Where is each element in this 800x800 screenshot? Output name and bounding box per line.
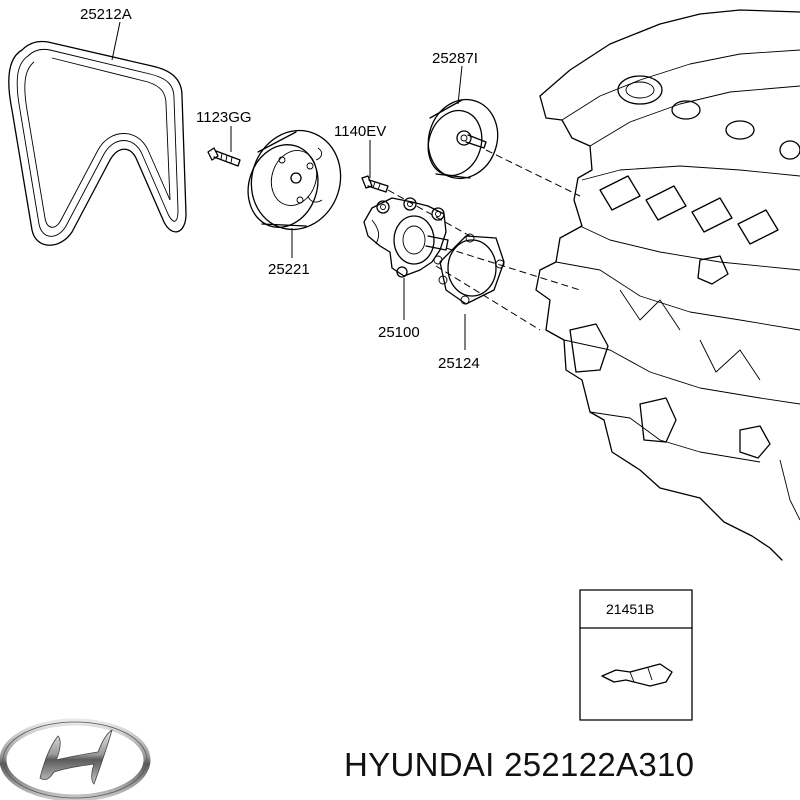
alignment-lines <box>387 149 581 331</box>
inset-box-21451b: 21451B <box>579 589 693 721</box>
label-idler-pulley: 25287I <box>432 50 478 67</box>
hyundai-logo <box>0 718 151 800</box>
label-bolt-2: 1140EV <box>334 123 386 140</box>
part-labels: 25212A 1123GG 1140EV 25287I 25221 25100 … <box>80 6 480 372</box>
bolt-1123gg <box>207 147 241 167</box>
label-pulley: 25221 <box>268 261 310 278</box>
leader-lines <box>111 21 466 350</box>
label-belt: 25212A <box>80 6 132 23</box>
label-bolt: 1123GG <box>196 109 252 126</box>
inset-label: 21451B <box>606 601 654 617</box>
part-number-caption: HYUNDAI 252122A310 <box>344 746 694 783</box>
idler-pulley-25287i <box>427 98 499 180</box>
bolt-1140ev <box>361 175 389 193</box>
drive-belt <box>8 40 187 246</box>
engine-block <box>535 9 800 561</box>
pulley-25221 <box>247 129 342 231</box>
label-gasket: 25124 <box>438 355 480 372</box>
label-water-pump: 25100 <box>378 324 420 341</box>
water-pump-25100 <box>363 197 449 278</box>
gasket-25124 <box>438 233 505 305</box>
